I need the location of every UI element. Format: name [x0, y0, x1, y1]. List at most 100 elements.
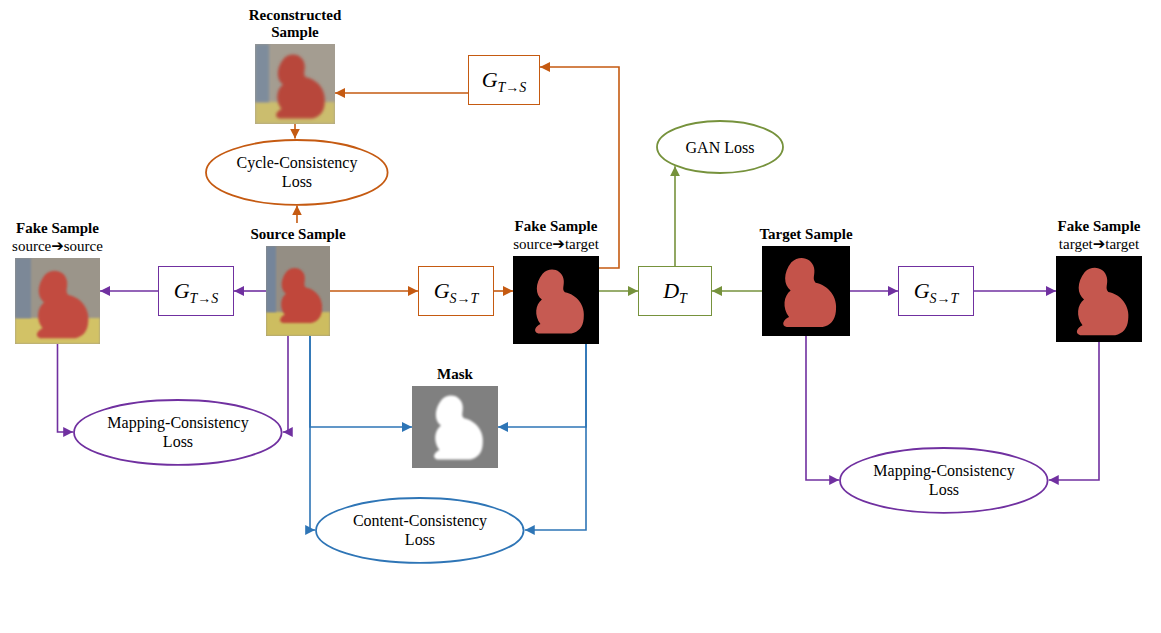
connector — [974, 290, 1056, 292]
symbol-subscript: T→S — [498, 80, 527, 95]
sample-image: Source Sample — [266, 246, 330, 336]
ellipse-outline — [315, 497, 525, 564]
connector — [310, 336, 412, 427]
sample-title: Fake Sample — [513, 218, 599, 235]
ellipse-shape — [840, 448, 1048, 513]
sample-title: Reconstructed Sample — [239, 7, 351, 41]
connector — [58, 344, 74, 432]
photo-ground — [15, 258, 31, 318]
photo-ground — [255, 44, 269, 102]
text-holder: GT→S — [482, 67, 527, 93]
loss-ellipse: Mapping-Consistency Loss — [839, 447, 1049, 514]
ellipse-shape — [74, 400, 282, 465]
ellipse-outline — [73, 399, 283, 466]
text-holder: Mapping-Consistency Loss — [102, 413, 254, 451]
ellipse-shape — [206, 140, 388, 205]
toy-figure — [783, 258, 836, 327]
connector — [525, 344, 586, 530]
toy-figure — [280, 268, 322, 323]
symbol-subscript: T→S — [190, 291, 219, 306]
connector — [599, 290, 638, 292]
sample-title: Fake Sample — [12, 220, 103, 237]
sample-title: Fake Sample — [1058, 218, 1141, 235]
connector — [498, 344, 586, 427]
photo-ground — [255, 44, 335, 124]
text-holder: GT→S — [174, 278, 219, 304]
sample-image: Fake Samplesource➔source — [15, 258, 100, 344]
photo-ground — [513, 256, 599, 344]
ellipse-shape — [316, 498, 524, 563]
mask-image: Mask — [412, 386, 498, 468]
ellipse-shape — [657, 121, 783, 173]
connector — [100, 290, 158, 292]
ellipse-outline — [205, 139, 389, 206]
text-holder: GS→T — [914, 278, 959, 304]
sample-title: Source Sample — [250, 226, 345, 243]
network-label: GS→T — [914, 278, 959, 304]
sample-heading: Reconstructed Sample — [239, 7, 351, 41]
discriminator-box: DT — [638, 266, 712, 316]
photo-ground — [1056, 256, 1142, 342]
symbol-subscript: S→T — [930, 291, 959, 306]
connector — [296, 205, 298, 223]
symbol-subscript: T — [679, 291, 687, 306]
sample-heading: Fake Sampletarget➔target — [1058, 218, 1141, 253]
connector — [234, 290, 266, 292]
generator-box: GT→S — [468, 55, 540, 105]
toy-figure — [276, 55, 325, 119]
source-photo — [266, 246, 330, 336]
fake-target-target-photo — [1056, 256, 1142, 342]
generator-box: GS→T — [418, 266, 494, 316]
sample-heading: Source Sample — [250, 226, 345, 243]
network-label: GS→T — [434, 278, 479, 304]
sample-title: Target Sample — [759, 226, 852, 243]
sample-heading: Mask — [437, 366, 473, 383]
connector — [674, 166, 676, 266]
fake-target-photo — [513, 256, 599, 344]
photo-ground — [412, 386, 498, 468]
symbol-subscript: S→T — [450, 291, 479, 306]
loss-label: Mapping-Consistency Loss — [102, 413, 254, 451]
text-holder: GS→T — [434, 278, 479, 304]
text-holder: Mapping-Consistency Loss — [868, 461, 1020, 499]
toy-figure — [535, 270, 584, 334]
reconstructed-photo — [255, 44, 335, 124]
toy-figure — [37, 271, 89, 338]
target-photo — [762, 246, 850, 336]
photo-ground — [15, 258, 100, 344]
loss-ellipse: GAN Loss — [656, 120, 784, 174]
connector — [294, 124, 296, 139]
connector — [806, 336, 839, 480]
network-label: GT→S — [174, 278, 219, 304]
symbol-letter: G — [482, 67, 498, 92]
loss-ellipse: Cycle-Consistency Loss — [205, 139, 389, 206]
sample-heading: Fake Samplesource➔source — [12, 220, 103, 255]
sample-image: Fake Samplesource➔target — [513, 256, 599, 344]
symbol-letter: G — [174, 278, 190, 303]
loss-label: GAN Loss — [686, 138, 755, 157]
connector-group — [58, 67, 1100, 530]
connector — [494, 290, 513, 292]
generator-box: GS→T — [898, 266, 974, 316]
sample-title: Mask — [437, 366, 473, 383]
connector — [283, 336, 288, 432]
sample-image: Fake Sampletarget➔target — [1056, 256, 1142, 342]
loss-ellipse: Mapping-Consistency Loss — [73, 399, 283, 466]
symbol-letter: G — [434, 278, 450, 303]
text-holder: Content-Consistency Loss — [344, 511, 496, 549]
text-holder: Cycle-Consistency Loss — [231, 153, 363, 191]
mask-image — [412, 386, 498, 468]
network-label: DT — [663, 278, 687, 304]
connector — [1049, 342, 1099, 480]
loss-label: Content-Consistency Loss — [344, 511, 496, 549]
loss-label: Mapping-Consistency Loss — [868, 461, 1020, 499]
sample-image: Reconstructed Sample — [255, 44, 335, 124]
connector — [335, 92, 468, 94]
sample-heading: Fake Samplesource➔target — [513, 218, 599, 253]
photo-ground — [266, 246, 330, 336]
text-holder: DT — [663, 278, 687, 304]
symbol-letter: D — [663, 278, 679, 303]
sample-subtitle: source➔source — [12, 237, 103, 255]
